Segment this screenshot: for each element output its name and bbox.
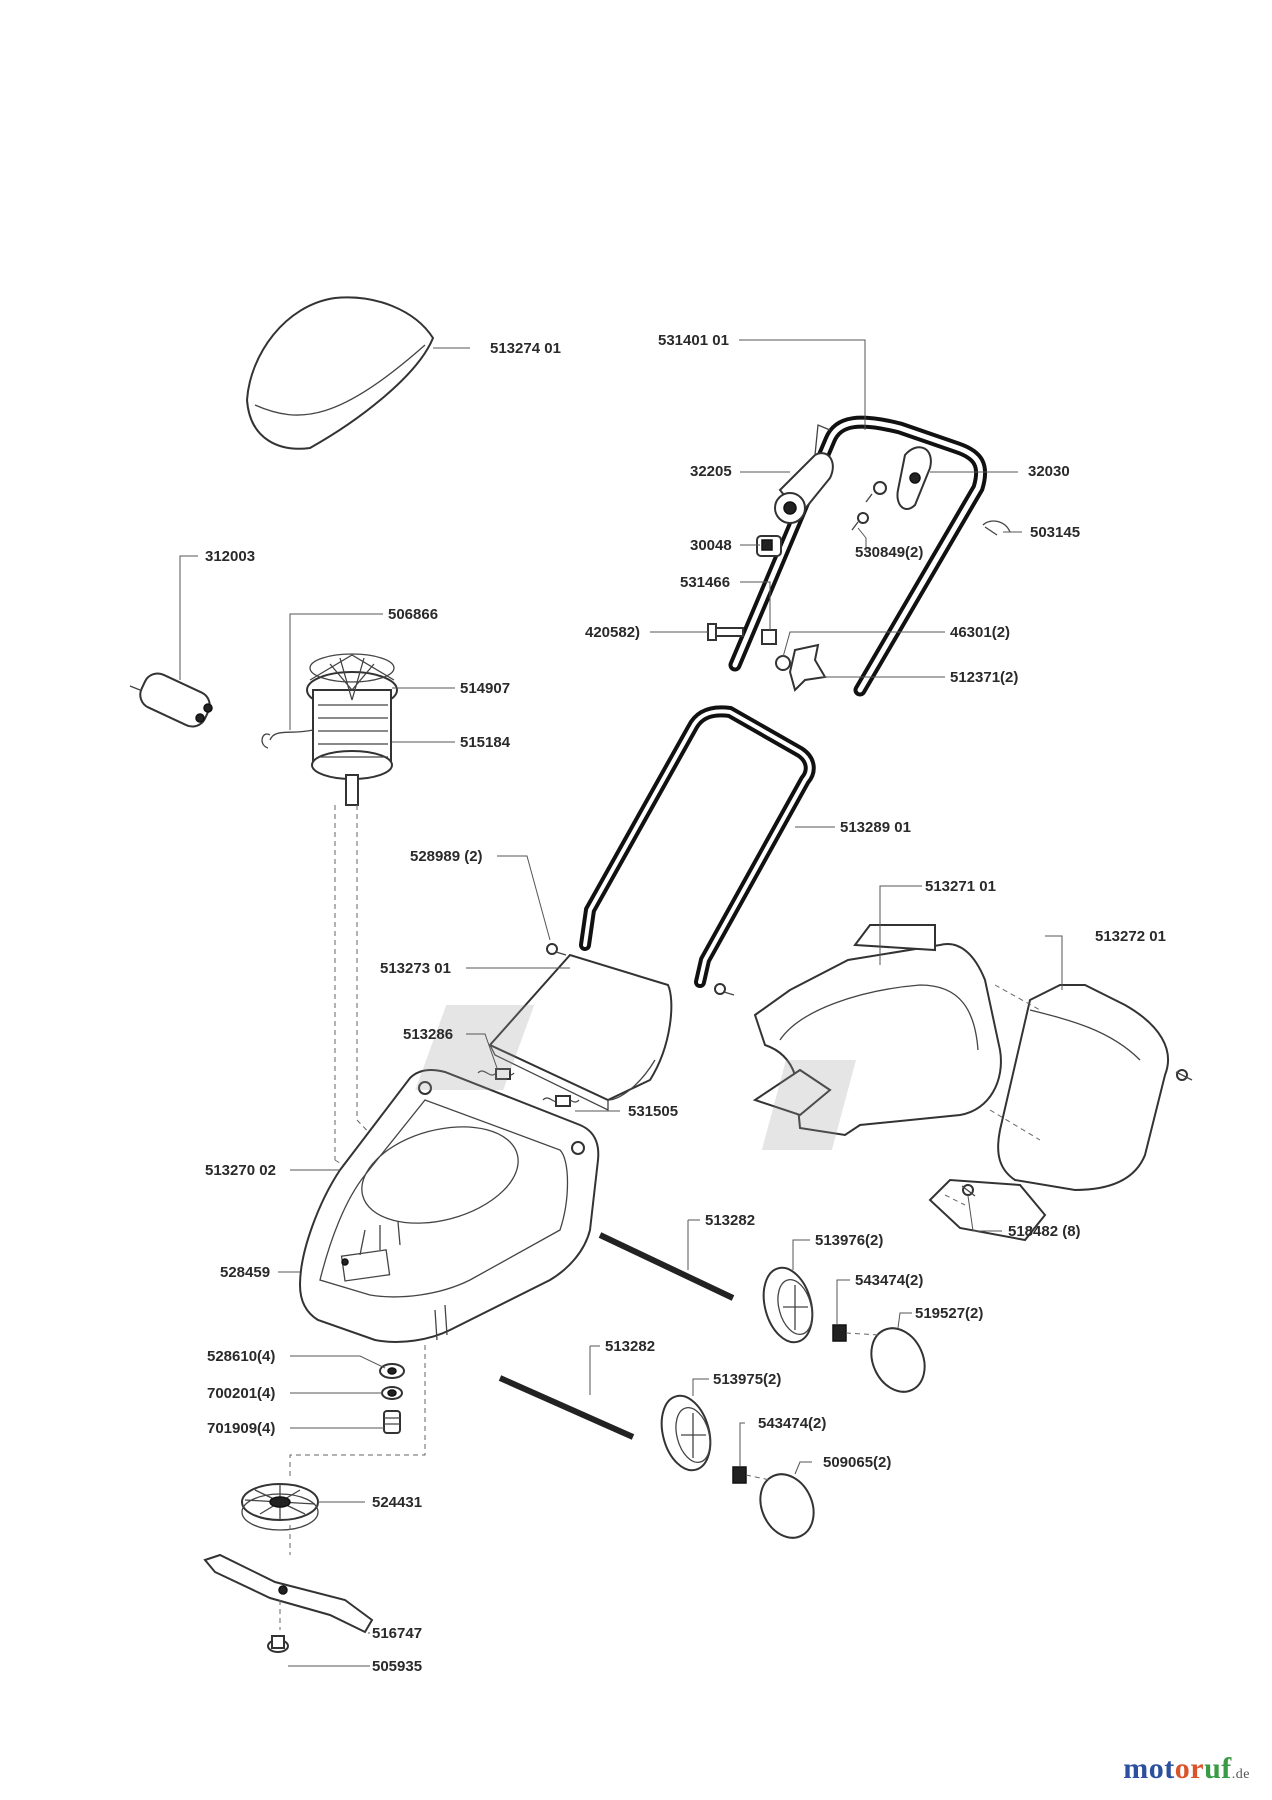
label-513289: 513289 01 — [840, 819, 911, 836]
part-531505-spring — [542, 1095, 580, 1107]
part-30048-cord-relief — [756, 535, 782, 557]
label-530849: 530849(2) — [855, 544, 923, 561]
label-513282-rear: 513282 — [705, 1212, 755, 1229]
label-528459: 528459 — [220, 1264, 270, 1281]
part-labels: 513274 01 531401 01 32205 32030 503145 3… — [205, 332, 1166, 1675]
brand-logo: motoruf.de — [1123, 1752, 1250, 1786]
label-531466: 531466 — [680, 574, 730, 591]
label-32030: 32030 — [1028, 463, 1070, 480]
label-528989: 528989 (2) — [410, 848, 483, 865]
label-543474-front: 543474(2) — [758, 1415, 826, 1432]
label-506866: 506866 — [388, 606, 438, 623]
part-513289-lower-handle — [579, 705, 816, 988]
label-518482: 518482 (8) — [1008, 1223, 1081, 1240]
label-514907: 514907 — [460, 680, 510, 697]
part-519527-hubcap — [870, 1327, 926, 1393]
part-509065-hubcap — [759, 1473, 815, 1539]
part-528610-washer — [379, 1363, 405, 1379]
deck-dash-lines — [289, 1345, 426, 1480]
part-312003-capacitor — [129, 672, 213, 728]
part-513272-catcher-bag — [761, 984, 1170, 1242]
part-513282-axle-front — [498, 1375, 635, 1440]
part-524431-fan — [241, 1483, 319, 1531]
brand-part-1: mot — [1123, 1752, 1175, 1785]
label-513274: 513274 01 — [490, 340, 561, 357]
part-420582-bolt — [707, 623, 744, 641]
label-528610: 528610(4) — [207, 1348, 275, 1365]
part-503145-clip — [982, 520, 1011, 536]
catcher-dash-lines — [944, 984, 1041, 1206]
part-543474-nut-rear — [832, 1324, 847, 1342]
part-513282-axle-rear — [598, 1232, 735, 1301]
label-32205: 32205 — [690, 463, 732, 480]
brand-suffix: .de — [1231, 1767, 1250, 1782]
part-32030-clip — [896, 446, 932, 510]
label-700201: 700201(4) — [207, 1385, 275, 1402]
label-515184: 515184 — [460, 734, 511, 751]
label-509065: 509065(2) — [823, 1454, 891, 1471]
label-513976: 513976(2) — [815, 1232, 883, 1249]
label-505935: 505935 — [372, 1658, 422, 1675]
label-524431: 524431 — [372, 1494, 422, 1511]
label-513282-front: 513282 — [605, 1338, 655, 1355]
part-512371-knob — [775, 643, 827, 692]
brand-part-3: uf — [1204, 1752, 1232, 1785]
leader-lines — [179, 339, 1063, 1667]
part-513273-flap — [488, 953, 673, 1112]
label-420582: 420582) — [585, 624, 640, 641]
part-505935-bolt — [267, 1635, 289, 1653]
blade-dash-lines — [279, 1525, 291, 1630]
label-516747: 516747 — [372, 1625, 422, 1642]
part-32205-switch — [774, 424, 834, 524]
wheel-dash-lines — [745, 1332, 881, 1481]
label-513271: 513271 01 — [925, 878, 996, 895]
part-516747-blade — [203, 1553, 374, 1634]
label-312003: 312003 — [205, 548, 255, 565]
label-513273: 513273 01 — [380, 960, 451, 977]
part-530849-screws — [851, 481, 887, 531]
part-531466-nut — [761, 629, 777, 645]
part-513976-wheel — [762, 1266, 814, 1344]
part-528989-screws — [546, 943, 735, 996]
part-513975-wheel — [660, 1394, 712, 1472]
part-motor-assembly — [261, 653, 398, 806]
part-513270-deck — [298, 1069, 600, 1343]
part-513286-spring — [477, 1068, 515, 1080]
part-518482-screws — [961, 1069, 1193, 1197]
label-513975: 513975(2) — [713, 1371, 781, 1388]
part-701909-screw — [383, 1410, 401, 1434]
label-46301: 46301(2) — [950, 624, 1010, 641]
label-531401: 531401 01 — [658, 332, 729, 349]
label-512371: 512371(2) — [950, 669, 1018, 686]
label-519527: 519527(2) — [915, 1305, 983, 1322]
part-513271-catcher-frame — [415, 924, 1002, 1137]
label-543474-rear: 543474(2) — [855, 1272, 923, 1289]
label-701909: 701909(4) — [207, 1420, 275, 1437]
label-513270: 513270 02 — [205, 1162, 276, 1179]
label-513286: 513286 — [403, 1026, 453, 1043]
part-700201-washer — [381, 1386, 403, 1400]
part-543474-nut-front — [732, 1466, 747, 1484]
label-513272: 513272 01 — [1095, 928, 1166, 945]
label-503145: 503145 — [1030, 524, 1080, 541]
label-531505: 531505 — [628, 1103, 678, 1120]
part-513274-cover — [245, 296, 435, 450]
brand-part-2: or — [1174, 1752, 1205, 1785]
label-30048: 30048 — [690, 537, 732, 554]
